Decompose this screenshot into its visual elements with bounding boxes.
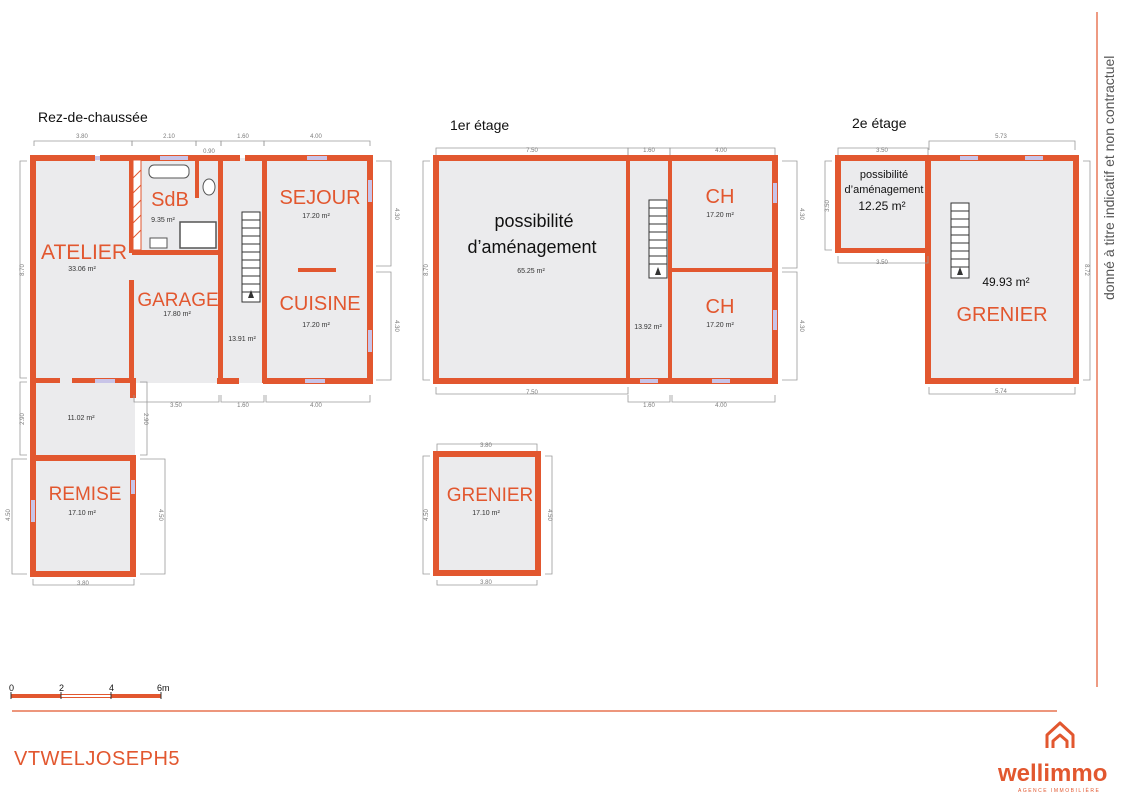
stairs-icon bbox=[950, 202, 970, 279]
brand-tagline: AGENCE IMMOBILIÈRE bbox=[1018, 788, 1101, 794]
dim-label: 7.50 bbox=[526, 148, 538, 154]
bathtub-icon bbox=[148, 164, 190, 179]
dim-label: 2.10 bbox=[163, 134, 175, 140]
room-name-cuisine: CUISINE bbox=[279, 293, 360, 315]
passage-area bbox=[32, 380, 135, 458]
room-name-amenagement-second-line2: d’aménagement bbox=[845, 184, 924, 196]
grenier-second-area bbox=[928, 158, 1076, 383]
room-name-atelier: ATELIER bbox=[41, 241, 127, 264]
room-name-grenier-second: GRENIER bbox=[956, 304, 1047, 326]
toilet-icon bbox=[202, 178, 216, 196]
room-area-ch2: 17.20 m² bbox=[706, 322, 734, 329]
sink-icon bbox=[149, 237, 168, 249]
dim-label: 7.50 bbox=[526, 390, 538, 396]
floor-title-first: 1er étage bbox=[450, 117, 509, 133]
scale-bar bbox=[10, 692, 162, 699]
grenier-small-area bbox=[436, 454, 538, 572]
dim-label: 4.30 bbox=[798, 208, 804, 220]
dim-label: 4.00 bbox=[715, 403, 727, 409]
dim-label: 1.60 bbox=[643, 403, 655, 409]
room-area-passage: 11.02 m² bbox=[67, 415, 95, 422]
room-name-sdb: SdB bbox=[151, 189, 189, 211]
dim-label: 1.60 bbox=[237, 403, 249, 409]
dim-label: 8.70 bbox=[20, 264, 26, 276]
floor-title-ground: Rez-de-chaussée bbox=[38, 109, 148, 125]
room-area-garage: 17.80 m² bbox=[163, 311, 191, 318]
disclaimer-text: donné à titre indicatif et non contractu… bbox=[1101, 55, 1117, 300]
room-area-grenier-small: 17.10 m² bbox=[472, 510, 500, 517]
dim-label: 4.30 bbox=[798, 320, 804, 332]
dim-label: 4.50 bbox=[6, 509, 12, 521]
scale-tick-2: 2 bbox=[59, 683, 64, 693]
room-name-amenagement-second-line1: possibilité bbox=[860, 169, 908, 181]
stairs-icon bbox=[648, 199, 668, 279]
room-area-amenagement-second: 12.25 m² bbox=[858, 199, 905, 213]
dim-label: 4.00 bbox=[715, 148, 727, 154]
dim-label: 1.60 bbox=[643, 148, 655, 154]
dim-label: 3.80 bbox=[76, 134, 88, 140]
dim-label: 3.50 bbox=[825, 200, 831, 212]
dim-label: 4.50 bbox=[424, 509, 430, 521]
dim-label: 3.80 bbox=[480, 580, 492, 586]
property-reference: VTWELJOSEPH5 bbox=[14, 748, 181, 770]
room-area-sdb: 9.35 m² bbox=[151, 217, 175, 224]
room-name-garage: GARAGE bbox=[137, 290, 218, 311]
room-name-sejour: SEJOUR bbox=[279, 187, 360, 209]
wellimmo-logo-icon bbox=[1045, 721, 1075, 748]
room-area-hall-ground: 13.91 m² bbox=[228, 336, 256, 343]
room-area-ch1: 17.20 m² bbox=[706, 212, 734, 219]
room-name-remise: REMISE bbox=[49, 484, 122, 505]
dim-label: 3.80 bbox=[480, 443, 492, 449]
dim-label: 4.50 bbox=[546, 509, 552, 521]
dim-label: 5.74 bbox=[995, 389, 1007, 395]
amenagement-second-area bbox=[838, 158, 928, 251]
dim-label: 5.73 bbox=[995, 134, 1007, 140]
floor-title-second: 2e étage bbox=[852, 115, 907, 131]
dim-label: 0.90 bbox=[203, 149, 215, 155]
scale-tick-6: 6m bbox=[157, 683, 170, 693]
dim-label: 4.00 bbox=[310, 403, 322, 409]
room-area-amenagement-first: 65.25 m² bbox=[517, 268, 545, 275]
room-area-cuisine: 17.20 m² bbox=[302, 322, 330, 329]
room-name-ch2: CH bbox=[706, 296, 735, 318]
scale-tick-4: 4 bbox=[109, 683, 114, 693]
dim-label: 4.30 bbox=[393, 208, 399, 220]
remise-area bbox=[32, 456, 135, 574]
dim-label: 2.90 bbox=[20, 413, 26, 425]
dim-label: 3.50 bbox=[170, 403, 182, 409]
room-name-amenagement-first-line1: possibilité bbox=[494, 211, 573, 231]
room-name-grenier-small: GRENIER bbox=[447, 485, 534, 506]
room-area-hall-first: 13.92 m² bbox=[634, 324, 662, 331]
shower-icon bbox=[179, 221, 217, 249]
scale-tick-0: 0 bbox=[9, 683, 14, 693]
room-area-sejour: 17.20 m² bbox=[302, 213, 330, 220]
dim-label: 4.30 bbox=[393, 320, 399, 332]
room-area-remise: 17.10 m² bbox=[68, 510, 96, 517]
room-area-grenier-second: 49.93 m² bbox=[982, 275, 1029, 289]
room-name-ch1: CH bbox=[706, 186, 735, 208]
dim-label: 3.50 bbox=[876, 260, 888, 266]
dim-label: 4.00 bbox=[310, 134, 322, 140]
room-area-atelier: 33.06 m² bbox=[68, 266, 96, 273]
brand-name: wellimmo bbox=[998, 760, 1108, 787]
dim-label: 3.50 bbox=[876, 148, 888, 154]
stairs-icon bbox=[241, 211, 261, 303]
room-name-amenagement-first-line2: d’aménagement bbox=[467, 237, 596, 257]
dim-label: 4.50 bbox=[157, 509, 163, 521]
dim-label: 2.90 bbox=[142, 413, 148, 425]
dim-label: 8.72 bbox=[1083, 264, 1089, 276]
dim-label: 8.70 bbox=[424, 264, 430, 276]
dim-label: 1.60 bbox=[237, 134, 249, 140]
dim-label: 3.80 bbox=[77, 581, 89, 587]
